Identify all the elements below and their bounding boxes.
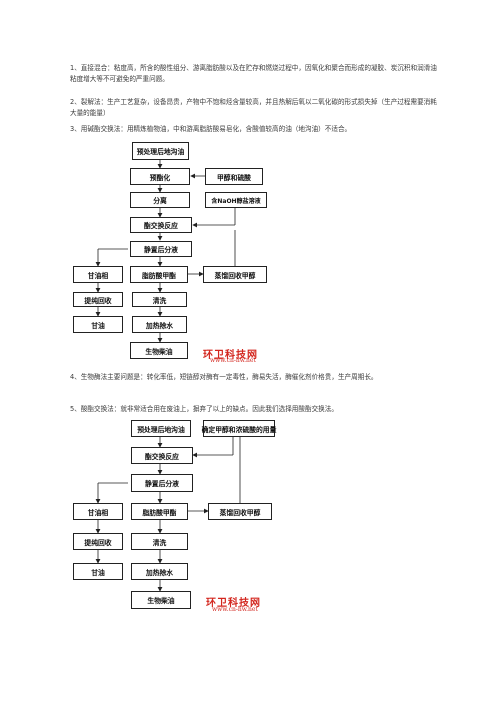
flow1-box-transesterification: 酯交换反应 [130,217,192,233]
flow2-box-fatty-acid-methyl-ester: 脂肪酸甲酯 [131,503,188,520]
flow2-box-heat-dewater: 加热除水 [131,563,188,580]
flow2-box-glycerin: 甘油 [73,563,123,580]
flow2-box-glycerin-phase: 甘油相 [73,503,123,520]
flow1-box-fatty-acid-methyl-ester: 脂肪酸甲酯 [130,266,188,283]
paragraph-direct-mixing: 1、直接混合：粘度高，所含的酸性组分、游离脂肪酸以及在贮存和燃烧过程中，因氧化和… [70,64,437,83]
flow1-box-purify-recover: 提纯回收 [73,292,123,307]
flow2-box-determine-dosage: 确定甲醇和浓硫酸的用量 [202,420,276,437]
flow1-box-separation: 分离 [130,192,190,208]
paragraph-pyrolysis: 2、裂解法：生产工艺复杂，设备昂贵，产物中不饱和烃含量较高，并且热解后氧以二氧化… [70,98,437,117]
flow2-box-transesterification: 酯交换反应 [131,447,193,464]
paragraph-acid-transesterification: 5、酸酯交换法：就非常适合用在废油上，摒弃了以上的缺点。因此我们选择用酸酯交换法… [70,405,338,413]
flow1-box-glycerin: 甘油 [73,316,123,333]
flow2-box-settle-separate: 静置后分液 [131,474,193,492]
paragraph-alkali-transesterification: 3、用碱酯交换法：用精炼植物油，中和游离脂肪酸易皂化，含酸值较高的油（地沟油）不… [70,125,352,133]
flow1-box-pretreated-oil: 预处理后地沟油 [132,142,189,160]
flow1-box-glycerin-phase: 甘油相 [73,266,123,283]
flow1-box-biodiesel: 生物柴油 [130,342,188,359]
watermark-name-1: 环卫科技网 [203,350,258,361]
flow1-box-recover-methanol: 蒸馏回收甲醇 [203,266,267,283]
flow1-box-wash: 清洗 [132,292,187,307]
flow1-box-heat-dewater: 加热除水 [132,316,187,333]
watermark-url-2: www.cn-hw.net [212,606,258,613]
flow1-box-settle-separate: 静置后分液 [130,241,192,257]
paragraph-enzyme-method: 4、生物酶法主要问题是：转化率低，短链醇对酶有一定毒性，酶易失活，酶催化剂价格贵… [70,373,378,381]
flow1-box-preesterification: 预酯化 [130,168,190,185]
watermark-name-2: 环卫科技网 [206,598,261,609]
flow2-box-recover-methanol: 蒸馏回收甲醇 [208,503,272,520]
flow1-box-naoh-solution: 含NaOH醇盐溶液 [205,192,267,208]
watermark-url-1: www.cn-hw.net [210,357,256,364]
flow2-box-purify-recover: 提纯回收 [73,533,123,550]
flow2-box-biodiesel: 生物柴油 [131,591,191,609]
flow1-box-methanol-sulfuric-acid: 甲醇和硫酸 [205,168,263,185]
flow2-box-pretreated-oil: 预处理后地沟油 [131,420,191,437]
flow2-box-wash: 清洗 [131,533,188,550]
